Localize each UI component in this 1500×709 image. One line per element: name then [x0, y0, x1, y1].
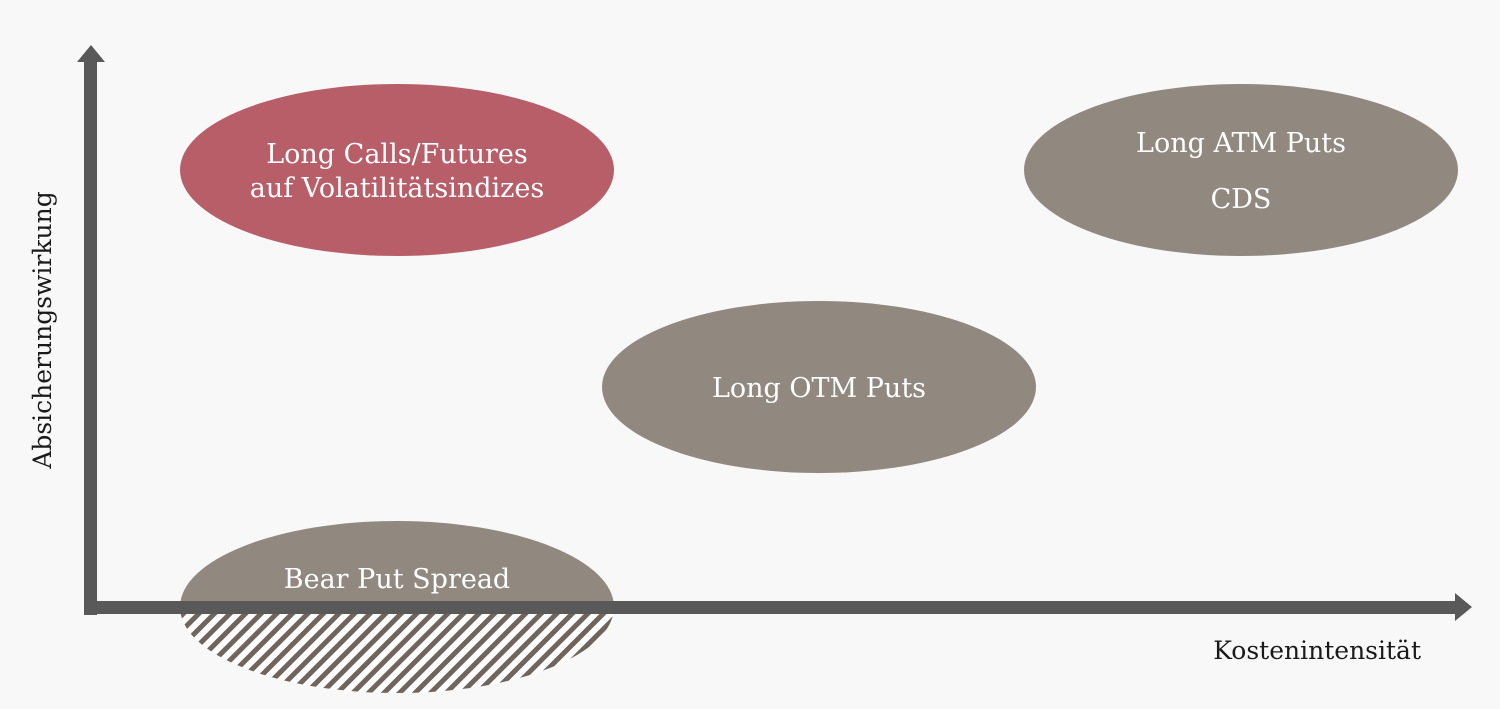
- bubble-bear-put-spread-label: Bear Put Spread: [284, 564, 510, 595]
- bubble-volatility-shape: [180, 84, 614, 256]
- bubble-bear-put-spread: Bear Put Spread: [180, 521, 614, 693]
- bubble-volatility-indices: Long Calls/Futures auf Volatilitätsindiz…: [180, 84, 614, 256]
- bubble-atm-puts-line-2: CDS: [1211, 184, 1272, 215]
- x-axis-line: [84, 601, 1456, 614]
- bubble-atm-puts-line-1: Long ATM Puts: [1136, 128, 1346, 159]
- y-axis-arrowhead: [77, 45, 105, 62]
- bubble-atm-puts-shape: [1024, 84, 1458, 256]
- bubble-atm-puts-cds: Long ATM Puts CDS: [1024, 84, 1458, 256]
- bubble-bear-put-spread-solid-half: [180, 521, 614, 607]
- bubble-otm-puts-label: Long OTM Puts: [712, 373, 926, 404]
- y-axis-label: Absicherungswirkung: [28, 191, 57, 469]
- x-axis-label: Kostenintensität: [1213, 636, 1421, 665]
- bubble-volatility-line-2: auf Volatilitätsindizes: [250, 173, 544, 204]
- bubble-otm-puts: Long OTM Puts: [602, 301, 1036, 473]
- y-axis-line: [84, 60, 97, 615]
- axes: [77, 45, 1472, 621]
- bubble-otm-puts-shape: [602, 301, 1036, 473]
- bubble-bear-put-spread-hatched-half: [180, 607, 614, 693]
- x-axis-arrowhead: [1455, 593, 1472, 621]
- bubble-volatility-line-1: Long Calls/Futures: [266, 139, 528, 170]
